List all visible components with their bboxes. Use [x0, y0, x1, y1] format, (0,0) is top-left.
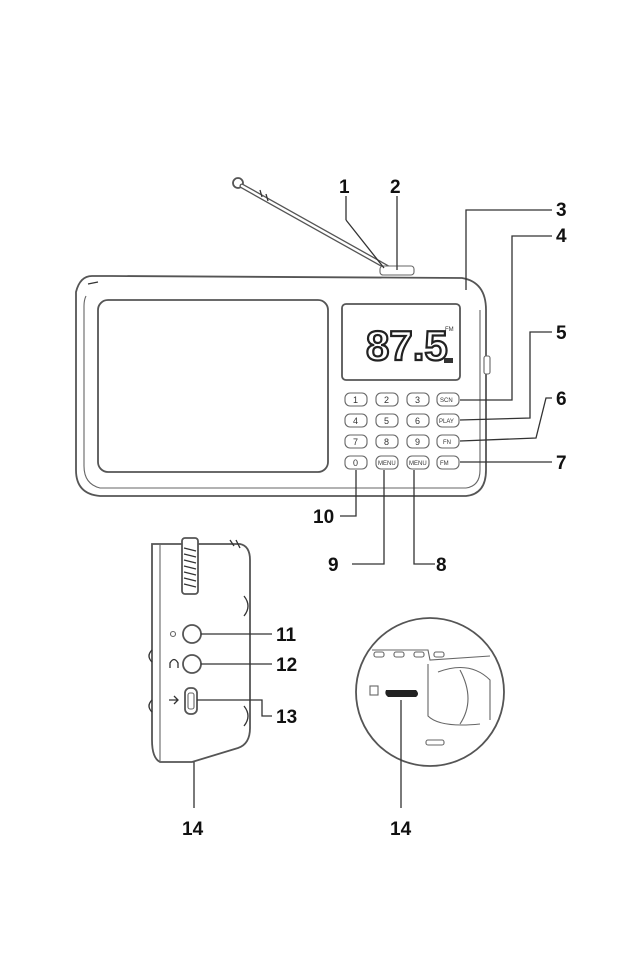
key-menu-left[interactable]: MENU	[376, 456, 398, 469]
callout-14-detail: 14	[390, 819, 412, 840]
svg-text:7: 7	[353, 437, 358, 447]
callout-12: 12	[276, 655, 297, 676]
callout-10: 10	[313, 507, 334, 528]
svg-text:MENU: MENU	[409, 461, 427, 467]
key-8[interactable]: 8	[376, 435, 398, 448]
svg-text:MENU: MENU	[378, 461, 396, 467]
callout-1: 1	[339, 177, 350, 198]
svg-text:2: 2	[384, 395, 389, 405]
svg-text:PLAY: PLAY	[439, 419, 454, 425]
callout-13: 13	[276, 707, 297, 728]
key-9[interactable]: 9	[407, 435, 429, 448]
svg-text:8: 8	[384, 437, 389, 447]
key-0[interactable]: 0	[345, 456, 367, 469]
callout-6: 6	[556, 389, 567, 410]
key-2[interactable]: 2	[376, 393, 398, 406]
svg-text:FM: FM	[440, 461, 449, 467]
callout-4: 4	[556, 226, 567, 247]
callout-11: 11	[276, 625, 297, 646]
callout-8: 8	[436, 555, 447, 576]
key-fn[interactable]: FN	[437, 435, 459, 448]
svg-text:6: 6	[415, 416, 420, 426]
key-6[interactable]: 6	[407, 414, 429, 427]
front-view: 87.5 FM 1 2 3 SCN 4 5 6 PLAY 7 8 9 FN 0 …	[76, 178, 490, 496]
lcd-display-icon: 87.5 FM	[342, 304, 460, 380]
lcd-band: FM	[445, 327, 454, 333]
volume-wheel-icon[interactable]	[182, 538, 198, 594]
speaker-grille-icon	[98, 300, 328, 472]
callout-3: 3	[556, 200, 567, 221]
side-button	[484, 356, 490, 374]
callout-14-side: 14	[182, 819, 204, 840]
callout-2: 2	[390, 177, 401, 198]
svg-text:5: 5	[384, 416, 389, 426]
svg-text:FN: FN	[443, 440, 451, 446]
key-5[interactable]: 5	[376, 414, 398, 427]
svg-text:SCN: SCN	[440, 398, 453, 404]
lcd-frequency: 87.5	[366, 322, 448, 369]
lcd-battery-icon	[444, 358, 453, 363]
key-4[interactable]: 4	[345, 414, 367, 427]
svg-text:9: 9	[415, 437, 420, 447]
key-7[interactable]: 7	[345, 435, 367, 448]
key-menu-right[interactable]: MENU	[407, 456, 429, 469]
key-scan[interactable]: SCN	[437, 393, 459, 406]
svg-text:1: 1	[353, 395, 358, 405]
key-play[interactable]: PLAY	[437, 414, 459, 427]
sd-detail-view	[356, 618, 504, 766]
key-1[interactable]: 1	[345, 393, 367, 406]
callout-9: 9	[328, 555, 339, 576]
callout-7: 7	[556, 453, 567, 474]
side-view	[149, 538, 250, 762]
key-mode[interactable]: FM	[437, 456, 459, 469]
svg-text:3: 3	[415, 395, 420, 405]
key-3[interactable]: 3	[407, 393, 429, 406]
svg-text:0: 0	[353, 458, 358, 468]
svg-text:4: 4	[353, 416, 358, 426]
antenna-icon	[233, 178, 414, 275]
callout-5: 5	[556, 323, 567, 344]
